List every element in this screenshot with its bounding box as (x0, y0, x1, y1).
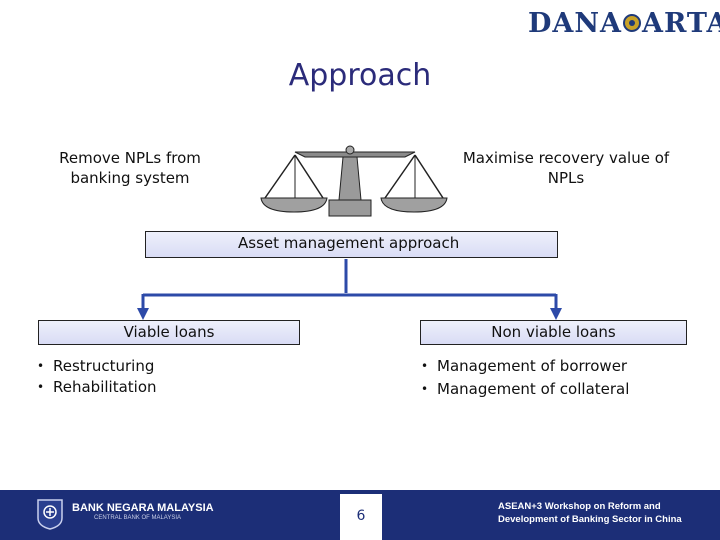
bank-subtitle: CENTRAL BANK OF MALAYSIA (94, 515, 181, 521)
list-item: • Restructuring (37, 356, 157, 377)
page-number: 6 (340, 508, 382, 524)
bullet-icon: • (421, 355, 428, 378)
non-viable-loans-box: Non viable loans (420, 320, 687, 345)
bullet-icon: • (37, 377, 44, 398)
workshop-title: ASEAN+3 Workshop on Reform and Developme… (498, 500, 682, 526)
list-item-text: Restructuring (53, 357, 154, 375)
workshop-line-2: Development of Banking Sector in China (498, 513, 682, 526)
viable-loans-list: • Restructuring • Rehabilitation (37, 356, 157, 398)
list-item-text: Management of collateral (437, 380, 629, 398)
bullet-icon: • (421, 378, 428, 401)
bank-name: BANK NEGARA MALAYSIA (72, 502, 214, 514)
non-viable-loans-list: • Management of borrower • Management of c… (421, 355, 629, 401)
list-item: • Rehabilitation (37, 377, 157, 398)
list-item: • Management of borrower (421, 355, 629, 378)
list-item: • Management of collateral (421, 378, 629, 401)
viable-loans-box: Viable loans (38, 320, 300, 345)
workshop-line-1: ASEAN+3 Workshop on Reform and (498, 500, 682, 513)
list-item-text: Management of borrower (437, 357, 627, 375)
list-item-text: Rehabilitation (53, 378, 157, 396)
bullet-icon: • (37, 356, 44, 377)
bnm-crest-icon (36, 498, 64, 530)
